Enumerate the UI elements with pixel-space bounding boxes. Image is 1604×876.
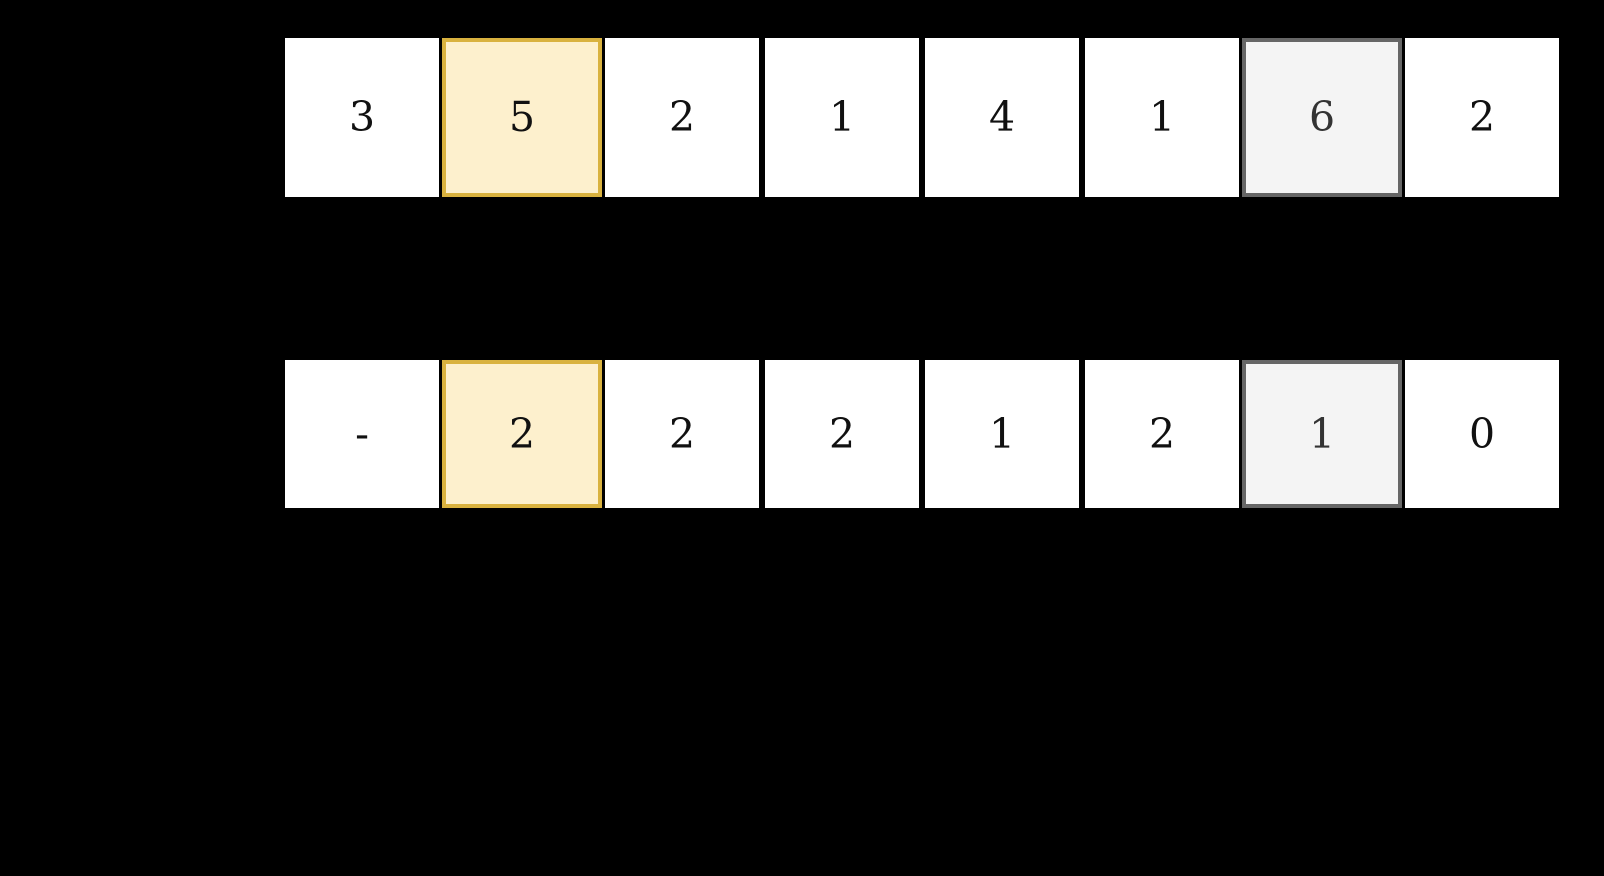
array-cell[interactable]: 2 bbox=[1402, 38, 1562, 197]
array-cell-value: 1 bbox=[1148, 93, 1176, 141]
array-cell[interactable]: - bbox=[282, 360, 442, 508]
array-cell-value: 1 bbox=[1308, 409, 1336, 458]
array-cell-value: 4 bbox=[988, 93, 1016, 141]
array-cell[interactable]: 3 bbox=[282, 38, 442, 197]
array-cell-value: 2 bbox=[1148, 409, 1176, 458]
array-cell-value: 1 bbox=[988, 409, 1016, 458]
array-cell[interactable]: 5 bbox=[442, 38, 602, 197]
array-cell-value: 2 bbox=[1468, 93, 1496, 141]
array-cell[interactable]: 2 bbox=[1082, 360, 1242, 508]
array-cell[interactable]: 1 bbox=[762, 38, 922, 197]
array-cell-value: 6 bbox=[1308, 93, 1336, 141]
array-cell[interactable]: 2 bbox=[442, 360, 602, 508]
array-cell[interactable]: 2 bbox=[602, 360, 762, 508]
array-cell[interactable]: 2 bbox=[602, 38, 762, 197]
array-cell[interactable]: 1 bbox=[922, 360, 1082, 508]
array-cell[interactable]: 2 bbox=[762, 360, 922, 508]
array-cell-value: 5 bbox=[508, 93, 536, 141]
array-row-values: 3 5 2 1 4 1 6 2 bbox=[282, 38, 1562, 197]
array-cell[interactable]: 1 bbox=[1242, 360, 1402, 508]
array-cell-value: 0 bbox=[1468, 409, 1496, 458]
array-cell[interactable]: 6 bbox=[1242, 38, 1402, 197]
array-cell-value: 2 bbox=[668, 409, 696, 458]
array-cell-value: 2 bbox=[828, 409, 856, 458]
array-cell-value: - bbox=[355, 409, 369, 458]
array-cell[interactable]: 4 bbox=[922, 38, 1082, 197]
array-cell-value: 2 bbox=[508, 409, 536, 458]
array-cell[interactable]: 1 bbox=[1082, 38, 1242, 197]
array-cell[interactable]: 0 bbox=[1402, 360, 1562, 508]
array-cell-value: 1 bbox=[828, 93, 856, 141]
array-row-counts: - 2 2 2 1 2 1 0 bbox=[282, 360, 1562, 508]
array-cell-value: 3 bbox=[348, 93, 376, 141]
array-cell-value: 2 bbox=[668, 93, 696, 141]
